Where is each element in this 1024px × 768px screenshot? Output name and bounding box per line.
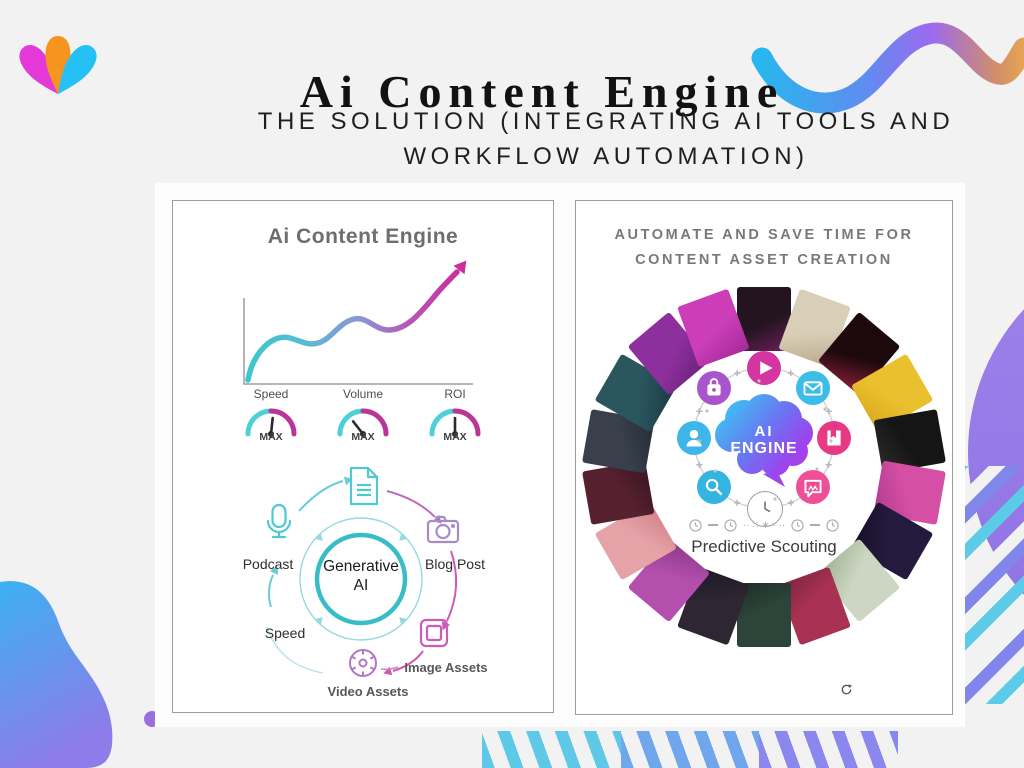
subtitle-line-2: WORKFLOW AUTOMATION) [403, 142, 809, 170]
small-clock-icon [689, 518, 702, 532]
gauge-value: MAX [443, 431, 467, 443]
right-panel-title: AUTOMATE AND SAVE TIME FOR CONTENT ASSET… [576, 223, 952, 274]
gauge-dial-icon [429, 408, 481, 437]
label-video-assets: Video Assets [327, 684, 409, 699]
gauge-dial-icon [245, 408, 297, 437]
play-icon [747, 351, 781, 385]
gauge-value: MAX [351, 431, 375, 443]
right-title-line-2: CONTENT ASSET CREATION [635, 252, 893, 269]
brand-logo-petals-icon [19, 36, 97, 94]
right-title-line-1: AUTOMATE AND SAVE TIME FOR [614, 227, 914, 243]
camera-icon [426, 515, 460, 544]
search-icon [697, 470, 731, 504]
wave-decoration [751, 22, 1024, 114]
bag-icon [697, 371, 731, 405]
page-title: Ai Content Engine [299, 65, 785, 117]
gauge-roi: ROI MAX [420, 387, 490, 445]
timeline-clock-row: ·· ∷ ∗ · ·· [636, 517, 892, 533]
label-podcast: Podcast [242, 556, 294, 572]
chat-icon [796, 470, 830, 504]
microphone-icon [266, 503, 292, 539]
refresh-icon [841, 684, 853, 695]
small-clock-icon [791, 518, 804, 532]
gauge-label: ROI [444, 387, 466, 401]
chart-curve [245, 269, 460, 383]
gauge-label: Speed [253, 387, 289, 401]
subtitle-line-1: THE SOLUTION (INTEGRATING AI TOOLS AND [257, 108, 955, 135]
ai-engine-brain [693, 379, 837, 501]
mail-icon [796, 371, 830, 405]
growth-curve-chart [243, 260, 473, 385]
predictive-scouting-caption: Predictive Scouting [691, 537, 837, 556]
image-frame-icon [419, 618, 449, 648]
panel-ai-content-engine: Ai Content Engine Speed MAX Volu [172, 200, 554, 713]
cycle-center-label: Generative AI [323, 558, 399, 595]
label-speed: Speed [264, 625, 306, 641]
chart-arrowhead [453, 260, 467, 275]
gauge-speed: Speed MAX [236, 387, 306, 445]
page-subtitle: THE SOLUTION (INTEGRATING AI TOOLS AND W… [94, 105, 1024, 175]
chart-axes [243, 298, 473, 385]
bottom-stripes-decoration [482, 731, 899, 768]
gauge-row: Speed MAX Volume MAX ROI [173, 387, 553, 445]
gauge-dial-icon [337, 408, 389, 437]
video-lens-icon [349, 649, 377, 677]
left-panel-title: Ai Content Engine [267, 225, 459, 248]
label-blog-post: Blog Post [425, 556, 485, 572]
generative-ai-cycle-diagram [266, 466, 460, 677]
document-icon [349, 466, 379, 506]
blob-decoration [0, 581, 113, 768]
clock-icon [747, 491, 783, 527]
gauge-volume: Volume MAX [328, 387, 398, 445]
gauge-label: Volume [342, 387, 384, 401]
small-clock-icon [724, 518, 737, 532]
dash [707, 524, 718, 526]
panel-automation: AUTOMATE AND SAVE TIME FOR CONTENT ASSET… [575, 200, 953, 715]
small-clock-icon [826, 518, 839, 532]
ai-engine-label: AI ENGINE [730, 422, 798, 457]
dash [810, 524, 821, 526]
content-thumbnail-ring [576, 201, 952, 714]
gauge-value: MAX [259, 431, 283, 443]
glyph-cluster: ·· ∷ ∗ · ·· [742, 519, 786, 531]
label-image-assets: Image Assets [404, 660, 488, 675]
